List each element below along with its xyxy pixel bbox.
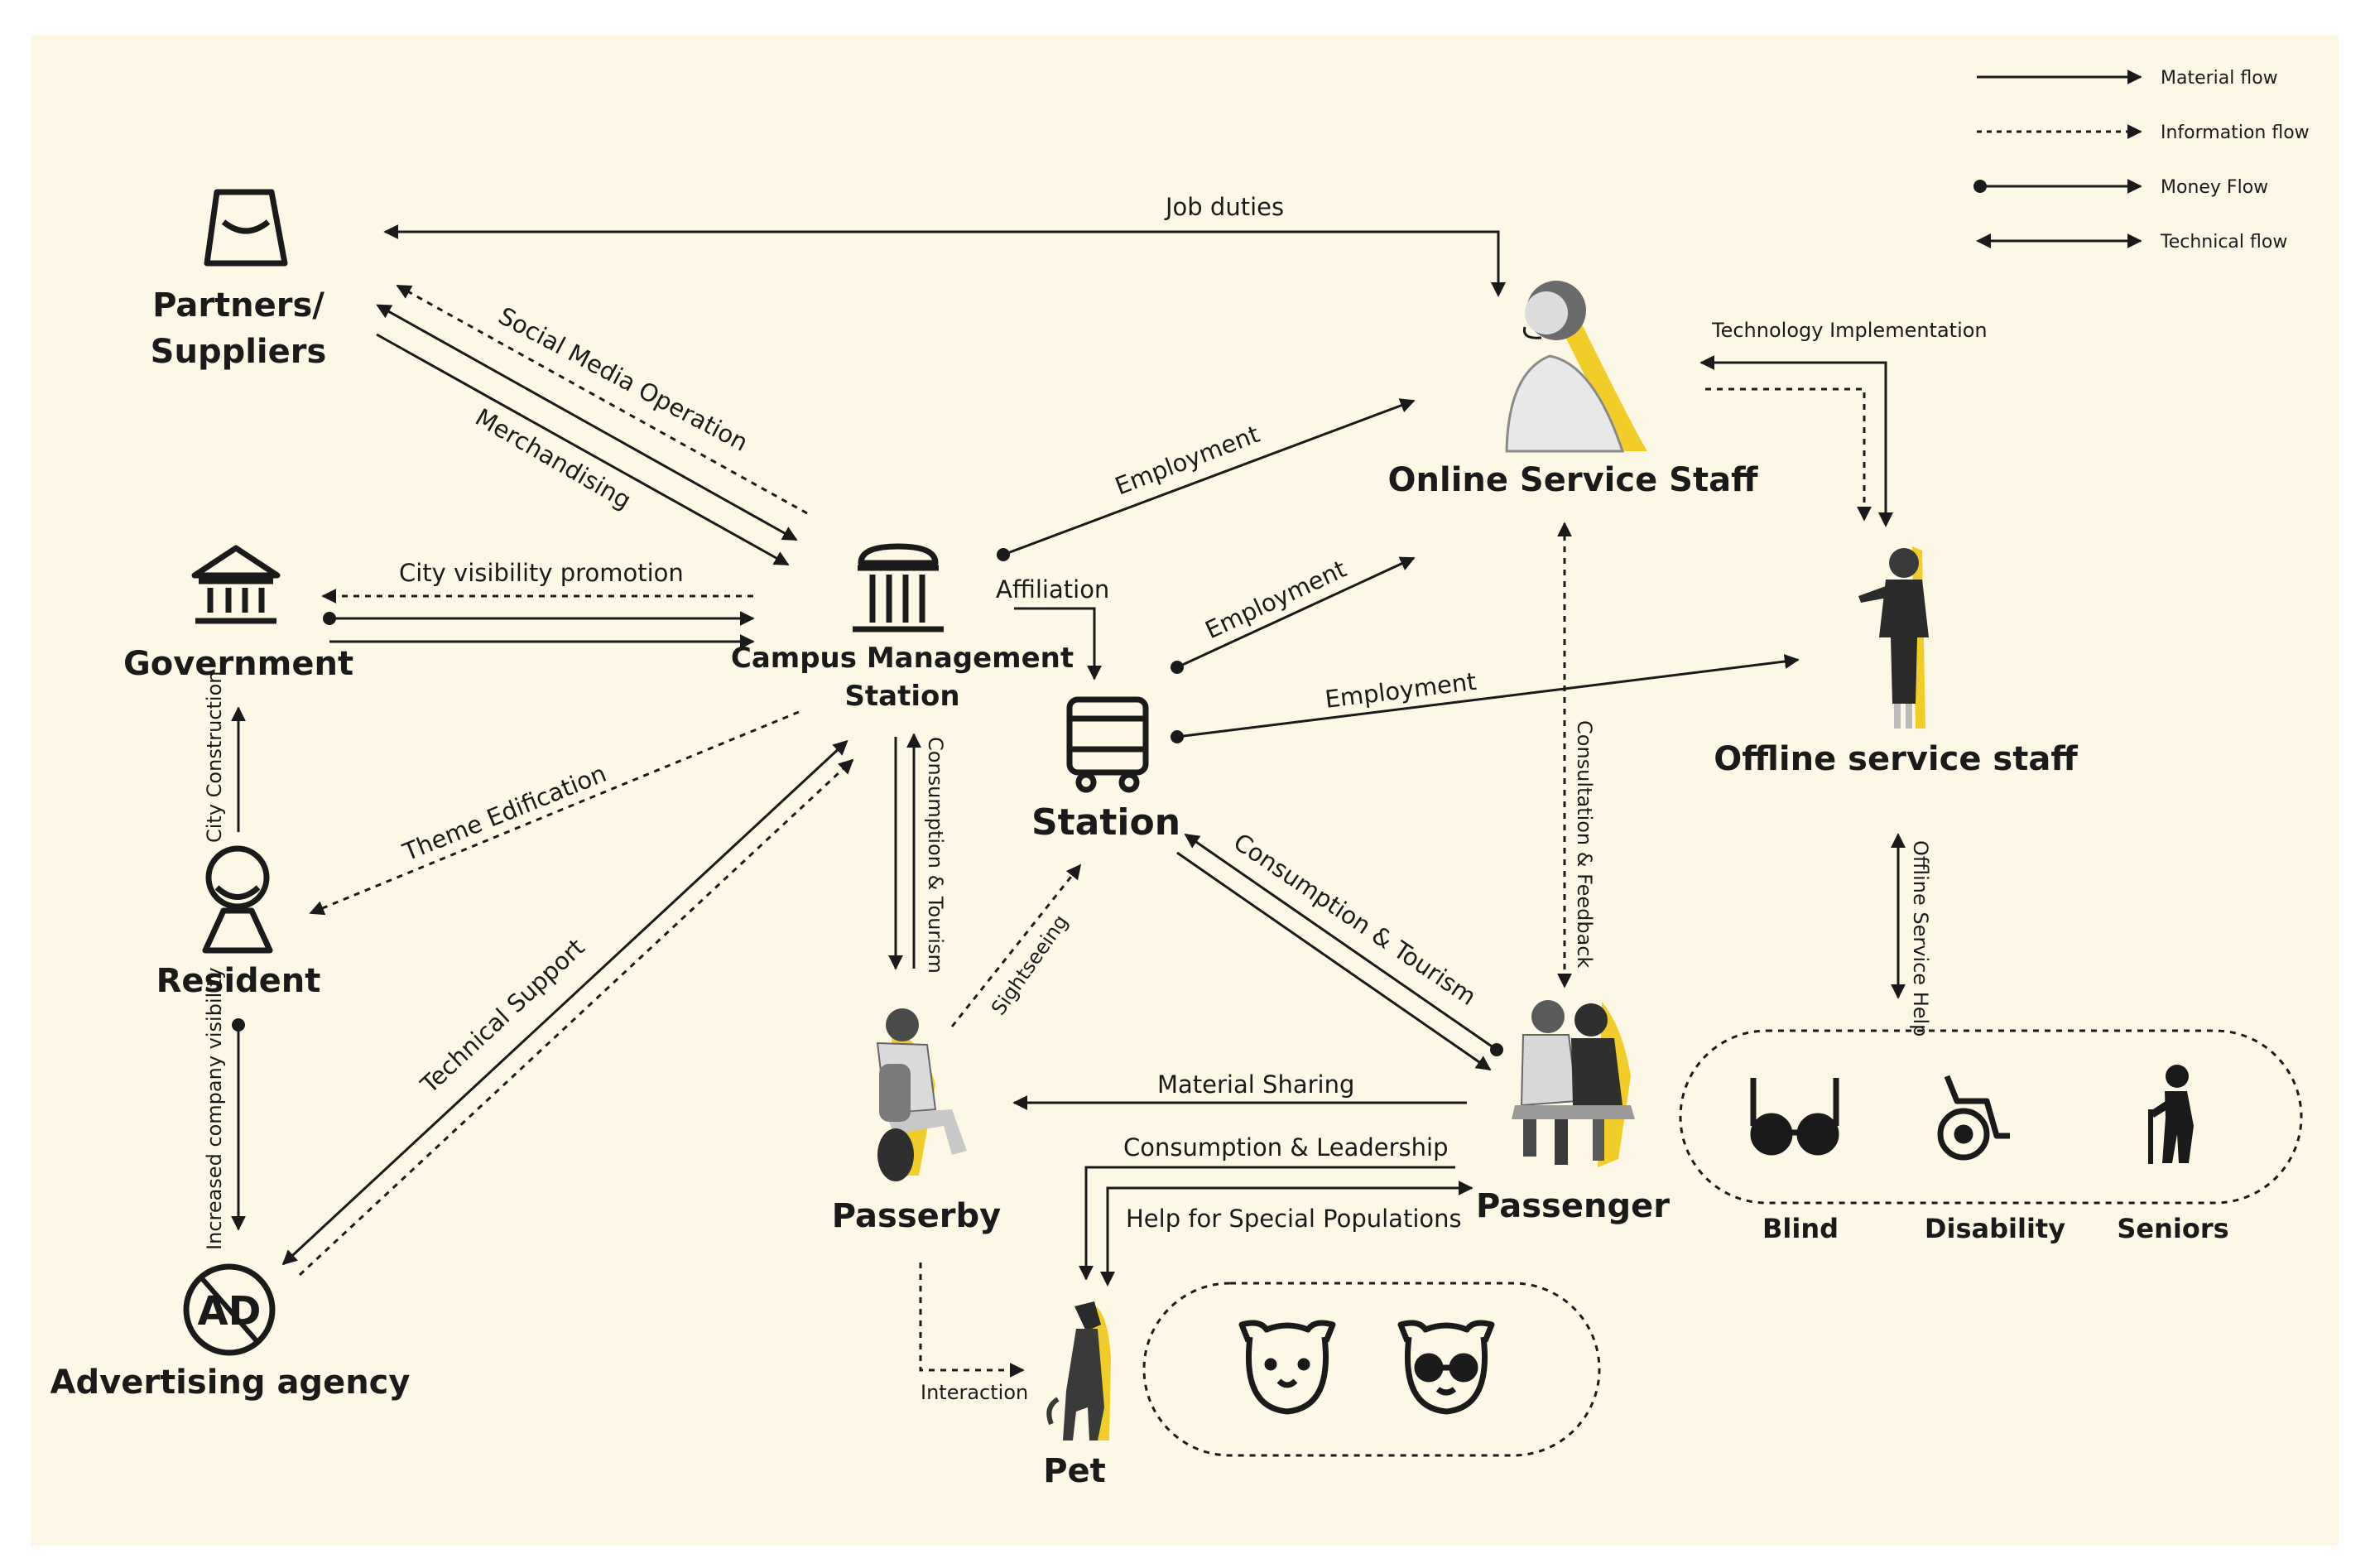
node-online-staff: Online Service Staff bbox=[1388, 281, 1759, 499]
node-resident: Resident bbox=[156, 845, 321, 1000]
edge-technical-support-a bbox=[281, 739, 848, 1266]
campus-label-line1: Campus Management bbox=[731, 642, 1074, 675]
offline-staff-label: Offline service staff bbox=[1714, 740, 2078, 778]
seniors-label: Seniors bbox=[2117, 1213, 2228, 1244]
legend-information-flow: Information flow bbox=[1977, 123, 2310, 143]
columns-building-icon bbox=[853, 543, 944, 632]
node-pet: Pet bbox=[1043, 1301, 1111, 1490]
node-station: Station bbox=[1031, 696, 1180, 844]
edge-consumption-tourism-a bbox=[1184, 833, 1503, 1056]
label-consumption-tourism-vertical: Consumption & Tourism bbox=[924, 737, 947, 974]
bus-icon bbox=[1066, 696, 1149, 793]
elderly-person-icon bbox=[2148, 1065, 2194, 1164]
blind: Blind bbox=[1750, 1078, 1839, 1244]
pet-label: Pet bbox=[1043, 1452, 1106, 1490]
resident-person-icon bbox=[202, 845, 273, 954]
seniors: Seniors bbox=[2117, 1065, 2229, 1244]
label-interaction: Interaction bbox=[921, 1381, 1028, 1404]
disability-label: Disability bbox=[1925, 1213, 2065, 1244]
edge-merchandising-b bbox=[376, 333, 790, 566]
special-populations-group: Blind Disability Seniors bbox=[1679, 1029, 2303, 1244]
glasses-icon bbox=[1750, 1078, 1839, 1156]
disability: Disability bbox=[1925, 1075, 2065, 1244]
label-technology-implementation: Technology Implementation bbox=[1711, 319, 1988, 342]
legend: Material flow Information flow Money Flo… bbox=[1973, 68, 2310, 253]
passenger-figure bbox=[1512, 1000, 1635, 1167]
node-passenger: Passenger bbox=[1476, 1000, 1670, 1225]
label-job-duties: Job duties bbox=[1164, 193, 1284, 221]
wheelchair-icon bbox=[1937, 1075, 2010, 1161]
station-label: Station bbox=[1031, 801, 1180, 844]
campus-label-line2: Station bbox=[844, 680, 959, 713]
diagram-background bbox=[31, 35, 2339, 1546]
passenger-label: Passenger bbox=[1476, 1187, 1670, 1225]
edge-consumption-tourism-b bbox=[1176, 851, 1492, 1071]
label-increased-visibility: Increased company visibility bbox=[203, 967, 226, 1250]
online-staff-figure bbox=[1505, 281, 1647, 453]
edge-interaction bbox=[919, 1263, 1025, 1378]
node-partners: Partners/ Suppliers bbox=[151, 189, 327, 371]
label-affiliation: Affiliation bbox=[996, 575, 1109, 604]
legend-information-flow-label: Information flow bbox=[2161, 123, 2310, 143]
pet-faces-group bbox=[1142, 1282, 1601, 1457]
edge-employment-3 bbox=[1171, 654, 1800, 743]
legend-material-flow-label: Material flow bbox=[2161, 68, 2278, 89]
pet-dog-figure bbox=[1046, 1301, 1111, 1441]
node-government: Government bbox=[123, 545, 353, 683]
node-campus: Campus Management Station bbox=[731, 543, 1074, 713]
online-staff-label: Online Service Staff bbox=[1388, 461, 1759, 499]
blind-label: Blind bbox=[1762, 1213, 1839, 1244]
legend-money-flow-label: Money Flow bbox=[2161, 177, 2268, 198]
passerby-figure bbox=[876, 1008, 967, 1181]
edge-consumption-leadership bbox=[1079, 1166, 1455, 1281]
dog-face-glasses-icon bbox=[1397, 1320, 1495, 1415]
edge-help-special bbox=[1100, 1181, 1473, 1287]
legend-technical-flow: Technical flow bbox=[1976, 232, 2287, 253]
legend-technical-flow-label: Technical flow bbox=[2160, 232, 2287, 253]
edge-technical-support-b bbox=[298, 758, 854, 1277]
passerby-label: Passerby bbox=[832, 1197, 1001, 1235]
label-help-special: Help for Special Populations bbox=[1126, 1205, 1462, 1233]
label-offline-service-help: Offline Service Help bbox=[1909, 840, 1932, 1037]
ad-circle-icon: AD bbox=[183, 1263, 276, 1356]
edge-affiliation bbox=[1014, 607, 1102, 681]
edge-technology-implementation-a bbox=[1699, 355, 1893, 527]
advertising-label: Advertising agency bbox=[50, 1364, 411, 1402]
government-label: Government bbox=[123, 645, 353, 683]
node-advertising: AD Advertising agency bbox=[50, 1263, 411, 1402]
edge-merchandising-a bbox=[376, 304, 798, 541]
partners-label-line2: Suppliers bbox=[151, 333, 327, 371]
shopping-bag-icon bbox=[204, 189, 288, 267]
legend-material-flow: Material flow bbox=[1977, 68, 2278, 89]
label-city-construction: City Construction bbox=[203, 671, 226, 843]
edges bbox=[231, 224, 1906, 1378]
edge-technology-implementation-b bbox=[1705, 387, 1872, 522]
label-consumption-leadership: Consumption & Leadership bbox=[1123, 1133, 1449, 1162]
legend-money-flow: Money Flow bbox=[1973, 177, 2268, 198]
label-city-visibility: City visibility promotion bbox=[399, 559, 684, 587]
edge-employment-2 bbox=[1171, 556, 1416, 674]
partners-label-line1: Partners/ bbox=[152, 286, 324, 325]
node-offline-staff: Offline service staff bbox=[1714, 546, 2078, 778]
edge-employment-1 bbox=[997, 398, 1416, 561]
offline-staff-figure bbox=[1858, 546, 1929, 729]
node-passerby: Passerby bbox=[832, 1008, 1001, 1235]
dog-face-icon bbox=[1238, 1320, 1336, 1415]
label-material-sharing: Material Sharing bbox=[1157, 1070, 1354, 1099]
edge-job-duties bbox=[383, 224, 1506, 297]
label-consultation-feedback: Consultation & Feedback bbox=[1573, 720, 1596, 968]
resident-label: Resident bbox=[156, 962, 321, 1000]
bank-building-icon bbox=[191, 545, 281, 624]
